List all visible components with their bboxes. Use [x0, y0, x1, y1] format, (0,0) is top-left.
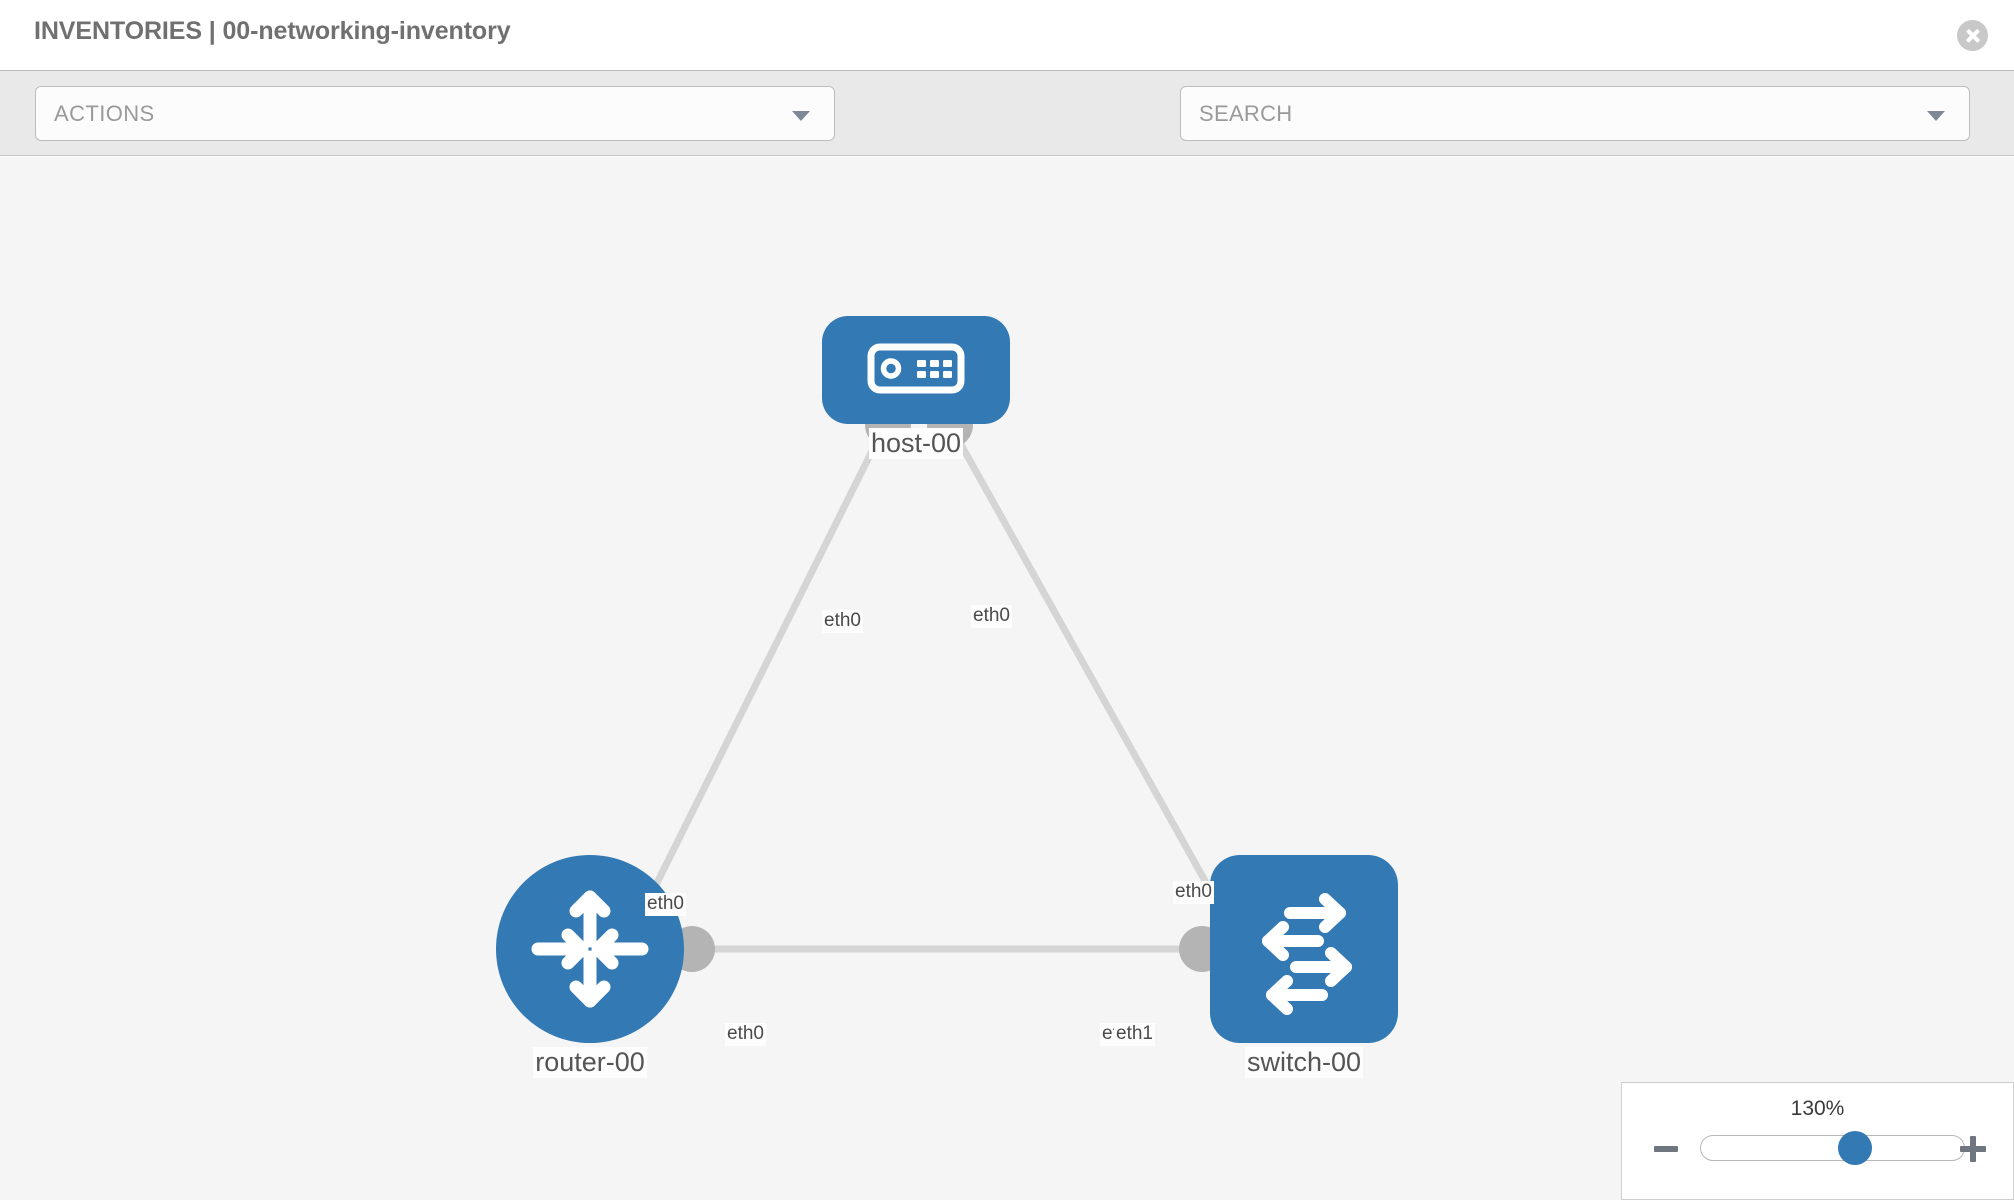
- edge-label: eth0: [1173, 881, 1214, 904]
- edge-label: eth0: [725, 1023, 766, 1046]
- topology-canvas[interactable]: host-00: [0, 157, 2014, 1200]
- toolbar: ACTIONS SEARCH: [0, 70, 2014, 201]
- topology-node-host-00[interactable]: host-00: [822, 316, 1010, 460]
- topology-graph: [636, 402, 1255, 972]
- zoom-slider-thumb[interactable]: [1837, 1131, 1872, 1165]
- edge-host-router: [636, 423, 889, 919]
- node-shape: [1210, 855, 1398, 1043]
- search-input[interactable]: SEARCH: [1180, 86, 1970, 141]
- node-shape: [822, 316, 1010, 424]
- close-icon[interactable]: [1957, 20, 1988, 51]
- actions-dropdown-label: ACTIONS: [54, 101, 155, 126]
- zoom-in-button[interactable]: [1959, 1135, 1987, 1163]
- node-label: host-00: [868, 428, 964, 460]
- search-placeholder: SEARCH: [1199, 101, 1293, 126]
- chevron-down-icon[interactable]: [1927, 111, 1945, 121]
- zoom-control-panel: 130%: [1621, 1082, 2014, 1200]
- edge-label: eth0: [971, 605, 1012, 628]
- zoom-out-button[interactable]: [1654, 1146, 1678, 1152]
- edge-label: eth0: [822, 610, 863, 633]
- router-icon: [496, 855, 684, 1043]
- node-shape: [496, 855, 684, 1043]
- actions-dropdown[interactable]: ACTIONS: [35, 86, 835, 141]
- node-label: router-00: [533, 1047, 647, 1079]
- topology-node-switch-00[interactable]: switch-00: [1210, 855, 1398, 1079]
- zoom-level-value: 130%: [1790, 1097, 1845, 1120]
- node-label: switch-00: [1244, 1047, 1364, 1079]
- edge-label: eth0: [645, 893, 686, 916]
- server-icon: [822, 316, 1010, 424]
- edge-label: eth1: [1114, 1023, 1155, 1046]
- edge-host-switch: [946, 423, 1236, 931]
- chevron-down-icon: [792, 111, 810, 121]
- zoom-slider[interactable]: [1700, 1131, 1965, 1165]
- switch-icon: [1210, 855, 1398, 1043]
- page-header: INVENTORIES | 00-networking-inventory: [0, 0, 2014, 70]
- topology-node-router-00[interactable]: router-00: [496, 855, 684, 1079]
- page-title: INVENTORIES | 00-networking-inventory: [34, 17, 511, 45]
